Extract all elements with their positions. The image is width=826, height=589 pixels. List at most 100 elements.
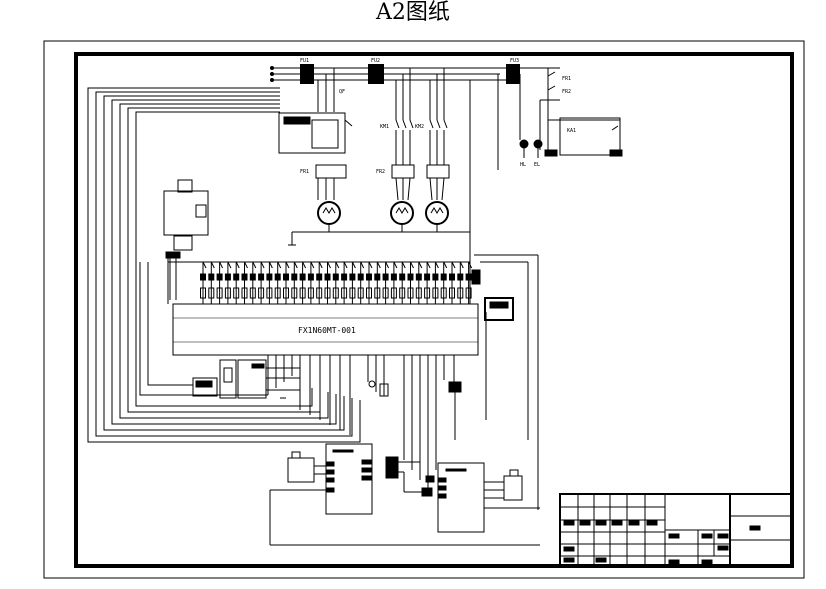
- terminal-clip: [208, 273, 215, 281]
- terminal-switch: [341, 287, 348, 299]
- terminal-switch: [266, 287, 273, 299]
- harness-wire: [95, 91, 353, 437]
- contact-stroke: [210, 261, 215, 269]
- terminal-switch: [366, 287, 372, 299]
- terminal-switch: [432, 287, 439, 299]
- km1-label: KM1: [380, 124, 389, 130]
- terminal-switch: [332, 287, 339, 299]
- terminal-clip: [224, 273, 231, 281]
- contact-stroke: [443, 261, 448, 269]
- terminal-switch: [216, 287, 223, 299]
- terminal-clip: [291, 273, 298, 281]
- terminal-switch: [208, 287, 215, 299]
- contact-stroke: [459, 261, 464, 269]
- contact-stroke: [252, 261, 257, 269]
- hl-label: HL: [520, 162, 526, 168]
- title-text-block: [646, 520, 658, 526]
- el-label: EL: [534, 162, 540, 168]
- terminal-clip: [390, 273, 397, 281]
- fuse-fu2-label: FU2: [371, 58, 380, 64]
- title-text-block: [749, 525, 761, 531]
- terminal-switch: [200, 287, 206, 299]
- terminal-switch: [233, 287, 240, 299]
- terminal-clip: [415, 273, 422, 281]
- contact-stroke: [327, 261, 331, 269]
- terminal-switch: [449, 287, 455, 299]
- title-text-block: [668, 559, 680, 565]
- terminal-switch: [407, 287, 414, 299]
- terminal-clip: [316, 273, 323, 281]
- title-text-block: [611, 520, 623, 526]
- contact-stroke: [410, 261, 414, 269]
- title-text-block: [717, 545, 729, 551]
- terminal-switch: [283, 287, 289, 299]
- contact-stroke: [202, 261, 207, 269]
- title-text-block: [701, 533, 713, 539]
- outer-border: [43, 40, 805, 579]
- contact-stroke: [426, 261, 431, 269]
- terminal-switch: [382, 287, 389, 299]
- terminal-clip: [216, 273, 223, 281]
- terminal-clip: [274, 273, 281, 281]
- terminal-switch: [274, 287, 281, 299]
- terminal-clip: [440, 273, 447, 281]
- terminal-clip: [299, 273, 306, 281]
- output-wiring: [267, 80, 539, 510]
- fuse-fu1: FU1: [300, 58, 314, 84]
- terminal-clip: [258, 273, 265, 281]
- contact-stroke: [343, 261, 348, 269]
- drive-unit-right: [398, 461, 540, 533]
- terminal-clip: [249, 273, 256, 281]
- contact-stroke: [376, 261, 381, 269]
- sheet-title: A2图纸: [376, 0, 450, 25]
- contact-stroke: [318, 261, 323, 269]
- terminal-switch: [357, 287, 364, 299]
- contact-stroke: [293, 261, 298, 269]
- terminal-clip: [241, 273, 248, 281]
- terminal-switch: [440, 287, 447, 299]
- plc-model-label: FX1N60MT-001: [298, 326, 356, 335]
- terminal-clip: [332, 273, 339, 281]
- fuse-fu3: FU3: [506, 58, 520, 84]
- terminal-switch: [374, 287, 381, 299]
- terminal-clip: [324, 273, 331, 281]
- harness-wire: [87, 87, 361, 443]
- fuse-fu2: FU2: [368, 58, 384, 84]
- contact-stroke: [418, 261, 423, 269]
- harness-wire: [147, 262, 193, 386]
- terminal-clip: [366, 273, 372, 281]
- title-text-block: [563, 557, 575, 563]
- title-text-block: [595, 520, 607, 526]
- harness-wire: [135, 111, 313, 407]
- fuse-fu3-label: FU3: [510, 58, 519, 64]
- title-text-block: [717, 533, 729, 539]
- harness-wire: [103, 95, 345, 431]
- terminal-switch: [457, 287, 464, 299]
- title-text-block: [579, 520, 591, 526]
- control-circuit: [497, 67, 623, 170]
- terminal-switch: [299, 287, 306, 299]
- contact-stroke: [219, 261, 224, 269]
- wire-harness: [87, 87, 361, 443]
- fr2-contact-label: FR2: [562, 89, 571, 95]
- terminal-clip: [399, 273, 406, 281]
- terminal-switch: [307, 287, 314, 299]
- contact-stroke: [360, 261, 365, 269]
- contact-stroke: [434, 261, 439, 269]
- terminal-switch: [465, 287, 472, 299]
- terminal-clip: [432, 273, 439, 281]
- terminal-switch: [258, 287, 265, 299]
- contact-stroke: [227, 261, 232, 269]
- fr2-label: FR2: [376, 169, 385, 175]
- drive-unit-left: [269, 443, 540, 546]
- terminal-clip: [357, 273, 364, 281]
- terminal-block: [167, 258, 473, 304]
- contact-stroke: [393, 261, 398, 269]
- fuse-fu1-label: FU1: [300, 58, 309, 64]
- ka1-label: KA1: [567, 128, 576, 134]
- km2-label: KM2: [415, 124, 424, 130]
- terminal-clip: [233, 273, 240, 281]
- contact-stroke: [310, 261, 315, 269]
